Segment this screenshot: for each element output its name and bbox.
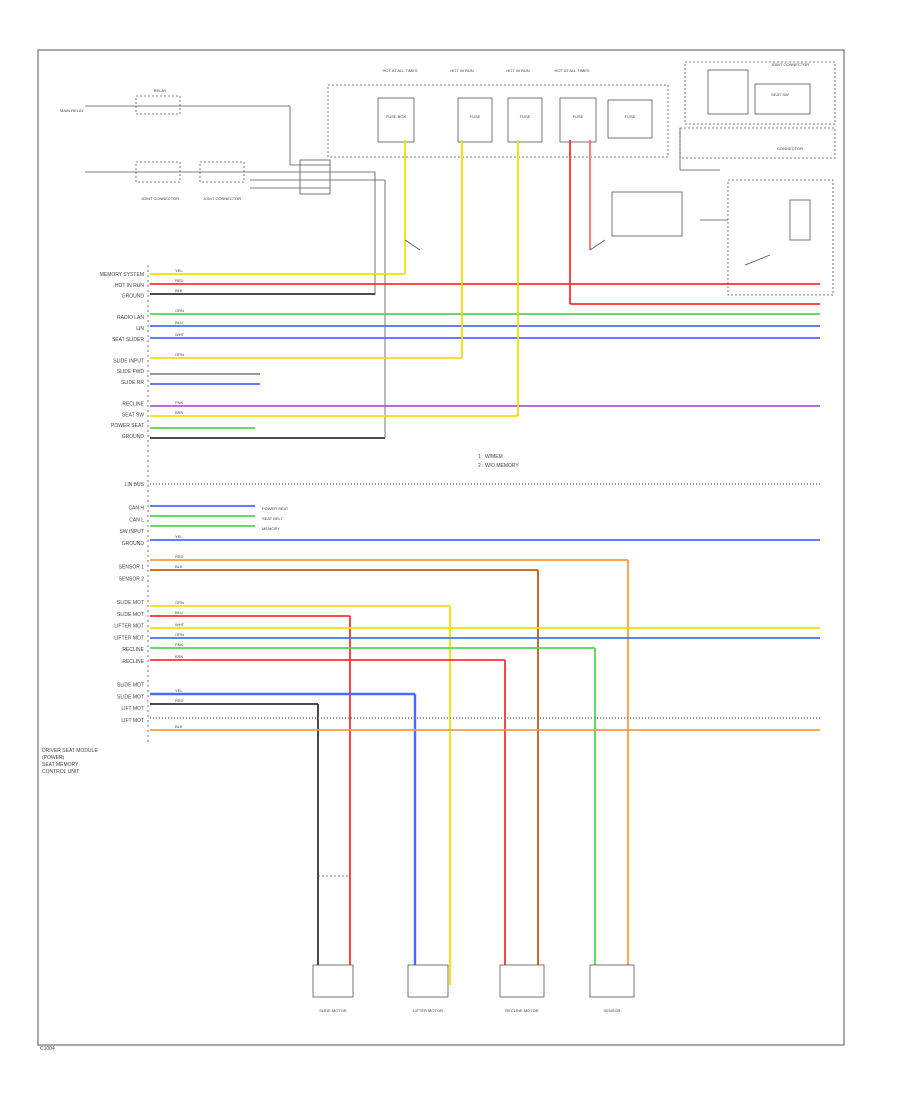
module-pin-label: GROUND <box>122 294 145 300</box>
module-pin-label: POWER SEAT <box>111 423 144 429</box>
motor-label: RECLINE MOTOR <box>505 1008 538 1013</box>
side-note: MEMORY <box>262 526 280 531</box>
switch-symbols <box>404 130 771 266</box>
wire-code-label: ORN <box>175 632 184 637</box>
module-pin-label: LIN BUS <box>125 482 145 488</box>
wire-code-label: WHT <box>175 622 185 627</box>
module-pin-label: LIFTER MOT <box>114 635 144 641</box>
module-pin-label: MEMORY SYSTEM <box>100 272 144 278</box>
module-pin-label: RECLINE <box>122 659 144 665</box>
module-pin-label: LIFT MOT <box>121 718 144 724</box>
wire-code-label: BLK <box>175 288 183 293</box>
module-pin-label: HOT IN RUN <box>115 283 144 289</box>
wire-code-label: RED <box>175 698 184 703</box>
left-component-label: JOINT CONNECTOR <box>203 196 241 201</box>
page-code: C1004 <box>40 1046 55 1052</box>
top-connector-label: HOT AT ALL TIMES <box>554 68 589 73</box>
module-pin-label: CAN L <box>129 517 144 523</box>
top-connector-label: HOT IN RUN <box>506 68 529 73</box>
module-caption: SEAT MEMORY <box>42 762 79 768</box>
fuse-label: FUSE <box>573 114 584 119</box>
module-pin-label: SLIDE FWD <box>117 369 145 375</box>
fuse-label: FUSE BOX <box>386 114 407 119</box>
module-pin-label: SLIDE INPUT <box>113 358 144 364</box>
module-pin-label: SLIDE RR <box>121 380 144 386</box>
wire-code-label: BRN <box>175 654 184 659</box>
right-component-label: SEAT SW <box>771 92 789 97</box>
right-component-label: JOINT CONNECTOR <box>771 62 809 67</box>
center-note: 2 : W/O MEMORY <box>478 463 519 469</box>
wire-code-label: YEL <box>175 688 183 693</box>
left-component-label: JOINT CONNECTOR <box>141 196 179 201</box>
module-pin-label: GROUND <box>122 434 145 440</box>
module-pin-label: LIFTER MOT <box>114 624 144 630</box>
motor-label: LIFTER MOTOR <box>413 1008 443 1013</box>
wire-code-label: BLK <box>175 564 183 569</box>
wire-code-label: YEL <box>175 268 183 273</box>
left-relay-region <box>85 95 386 438</box>
module-pin-label: RECLINE <box>122 402 144 408</box>
module-pin-label: RECLINE <box>122 647 144 653</box>
left-component-label: MAIN RELAY <box>60 108 84 113</box>
wire-code-label: WHT <box>175 332 185 337</box>
module-pin-label: LIN <box>136 326 144 332</box>
module-pin-label: SENSOR 1 <box>119 565 145 571</box>
wire-code-label: BLU <box>175 610 183 615</box>
wire-code-label: BLU <box>175 320 183 325</box>
side-note: SEAT BELT <box>262 516 283 521</box>
module-pin-label: SW INPUT <box>120 529 144 535</box>
module-pin-label: SLIDE MOT <box>117 683 144 689</box>
module-pin-label: SEAT SLIDER <box>112 337 144 343</box>
diagram-frame <box>37 49 845 1046</box>
wire-code-label: PNK <box>175 400 184 405</box>
motor-label: SENSOR <box>604 1008 621 1013</box>
center-note: 1 : W/MEM <box>478 454 503 460</box>
fuse-label: FUSE <box>470 114 481 119</box>
fuse-label: FUSE <box>520 114 531 119</box>
wire-code-label: PNK <box>175 642 184 647</box>
side-note: POWER SEAT <box>262 506 289 511</box>
wire-code-label: GRN <box>175 600 184 605</box>
wire-code-label: RED <box>175 554 184 559</box>
top-connector-label: HOT AT ALL TIMES <box>382 68 417 73</box>
left-component-label: RELAY <box>154 88 167 93</box>
wire-code-label: GRN <box>175 308 184 313</box>
wire-code-label: RED <box>175 278 184 283</box>
module-pin-label: SEAT SW <box>122 412 144 418</box>
fuse-label: FUSE <box>625 114 636 119</box>
module-pin-label: CAN H <box>128 506 144 512</box>
wire-code-label: YEL <box>175 534 183 539</box>
module-caption: (POWER) <box>42 755 65 761</box>
motor-label: SLIDE MOTOR <box>319 1008 347 1013</box>
module-caption: CONTROL UNIT <box>42 769 79 775</box>
fuse-box-region <box>327 61 836 296</box>
module-caption: DRIVER SEAT MODULE <box>42 748 98 754</box>
top-connector-label: HOT IN RUN <box>450 68 473 73</box>
module-pin-label: GROUND <box>122 541 145 547</box>
wire-code-label: BLK <box>175 724 183 729</box>
wire-code-label: BRN <box>175 410 184 415</box>
module-pin-label: LIFT MOT <box>121 706 144 712</box>
bottom-motor-connectors <box>312 875 635 998</box>
module-pin-label: SENSOR 2 <box>119 576 145 582</box>
module-pin-label: RADIO LAN <box>117 315 144 321</box>
harness-wires <box>150 140 820 985</box>
module-pin-label: SLIDE MOT <box>117 612 144 618</box>
module-pin-label: SLIDE MOT <box>117 600 144 606</box>
right-component-label: CONNECTOR <box>777 146 803 151</box>
wire-code-label: ORN <box>175 352 184 357</box>
module-pin-label: SLIDE MOT <box>117 694 144 700</box>
